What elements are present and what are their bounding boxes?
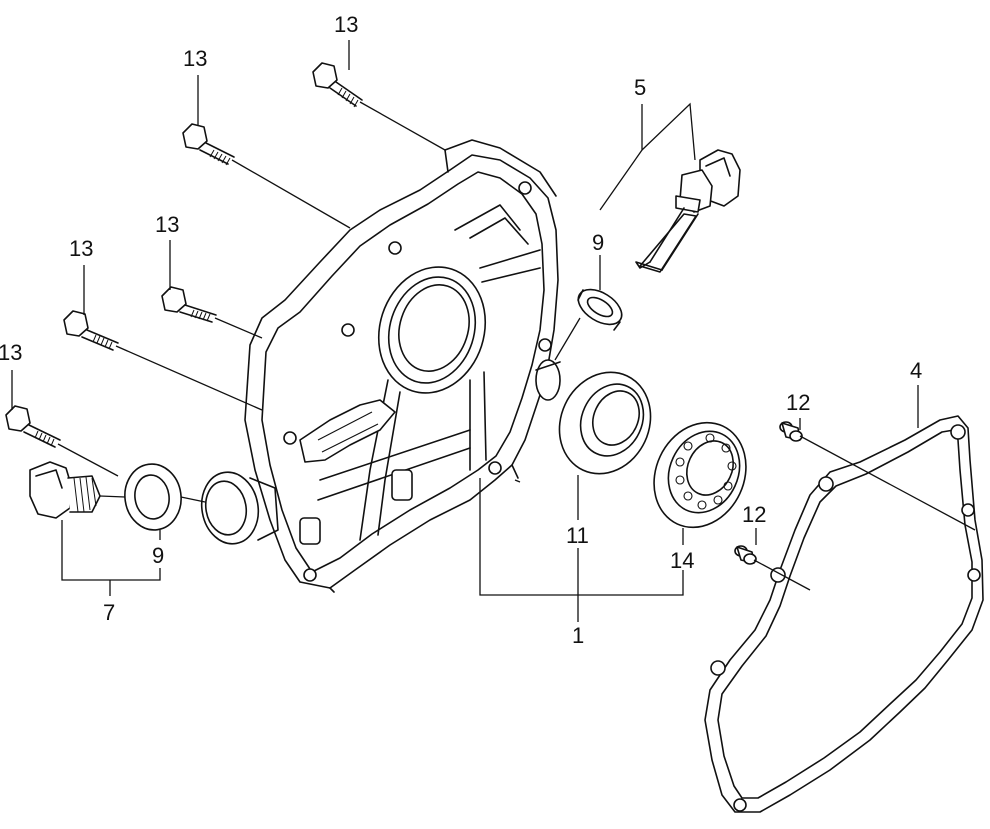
callout-14: 14 bbox=[670, 548, 694, 573]
dowel-pin-upper bbox=[779, 421, 803, 442]
callout-1: 1 bbox=[572, 623, 584, 648]
leader-lines bbox=[11, 40, 976, 622]
crankcase-cover bbox=[244, 139, 561, 593]
oil-seal bbox=[558, 371, 652, 475]
oil-dipstick bbox=[635, 149, 741, 273]
callout-12-lower: 12 bbox=[742, 502, 766, 527]
drain-washer bbox=[124, 463, 182, 531]
callout-13-top: 13 bbox=[334, 12, 358, 37]
flange-bolt-3 bbox=[161, 286, 217, 323]
callout-12-upper: 12 bbox=[786, 390, 810, 415]
callout-9-drain: 9 bbox=[152, 543, 164, 568]
cover-gasket bbox=[704, 415, 984, 813]
callouts: 13 13 13 13 13 5 9 4 12 12 11 14 1 9 7 bbox=[0, 12, 922, 648]
dipstick-o-ring bbox=[577, 288, 623, 331]
flange-bolt-1 bbox=[312, 62, 363, 108]
callout-11: 11 bbox=[566, 523, 589, 548]
drain-boss bbox=[200, 471, 279, 545]
flange-bolt-2 bbox=[182, 123, 235, 166]
callout-4: 4 bbox=[910, 358, 922, 383]
callout-13-left: 13 bbox=[69, 236, 93, 261]
callout-13-middle: 13 bbox=[155, 212, 179, 237]
callout-13-upper-left: 13 bbox=[183, 46, 207, 71]
drain-plug bbox=[29, 461, 101, 519]
callout-9-dipstick: 9 bbox=[592, 230, 604, 255]
callout-5: 5 bbox=[634, 75, 646, 100]
callout-13-far-left: 13 bbox=[0, 340, 22, 365]
callout-7: 7 bbox=[103, 600, 115, 625]
flange-bolt-5 bbox=[5, 405, 61, 448]
ball-bearing bbox=[653, 421, 747, 529]
flange-bolt-4 bbox=[63, 310, 119, 351]
dowel-pin-lower bbox=[734, 545, 757, 565]
